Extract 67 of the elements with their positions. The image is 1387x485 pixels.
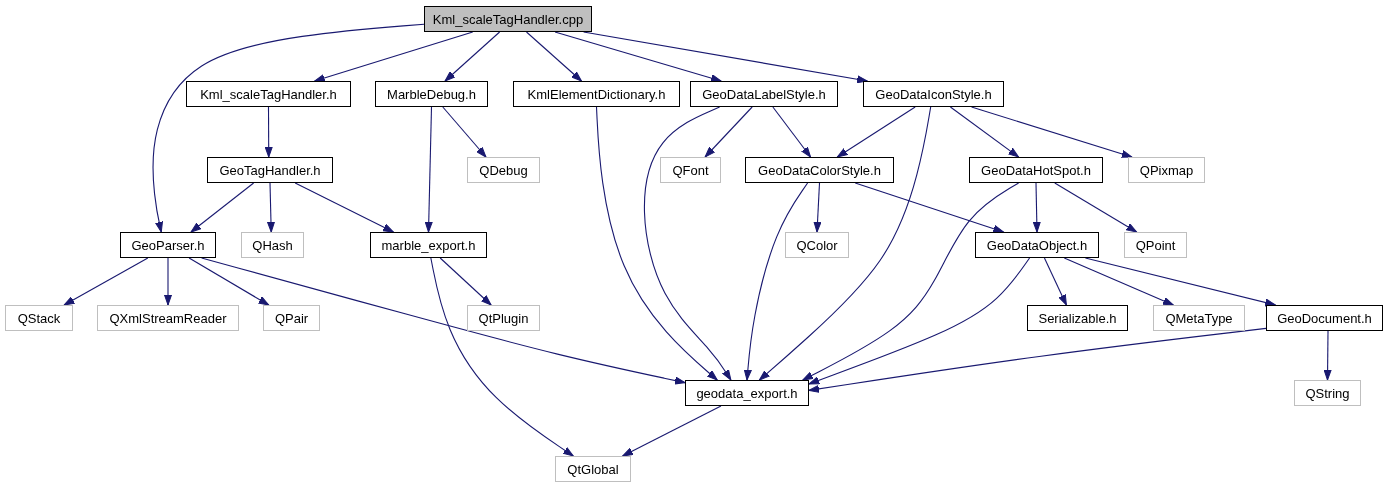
- arrow: [314, 31, 474, 82]
- file-box: QPixmap: [1128, 157, 1205, 183]
- arrow: [813, 182, 822, 233]
- arrow: [444, 31, 501, 82]
- file-box: KmlElementDictionary.h: [513, 81, 680, 107]
- file-box: QFont: [660, 157, 721, 183]
- file-box: Kml_scaleTagHandler.h: [186, 81, 351, 107]
- arrow: [264, 106, 273, 158]
- arrow: [854, 182, 1005, 233]
- arrow: [583, 31, 868, 84]
- file-box: QPair: [263, 305, 320, 331]
- arrow: [1043, 257, 1067, 306]
- arrow: [595, 106, 718, 381]
- file-box: geodata_export.h: [685, 380, 809, 406]
- arrow: [643, 106, 732, 381]
- arrow: [704, 106, 753, 158]
- arrow: [1054, 182, 1138, 233]
- file-box: GeoDataHotSpot.h: [969, 157, 1103, 183]
- file-box: QStack: [5, 305, 73, 331]
- file-box: Serializable.h: [1027, 305, 1128, 331]
- arrow: [152, 23, 425, 233]
- arrow: [808, 327, 1267, 393]
- arrow: [430, 257, 574, 457]
- arrow: [772, 106, 812, 158]
- arrow: [808, 257, 1031, 385]
- arrow: [971, 106, 1133, 158]
- arrow: [190, 182, 255, 233]
- arrow: [949, 106, 1020, 158]
- file-box: QXmlStreamReader: [97, 305, 239, 331]
- file-box: GeoDataLabelStyle.h: [690, 81, 838, 107]
- file-box: QMetaType: [1153, 305, 1245, 331]
- arrow: [802, 182, 1020, 381]
- file-box: QtGlobal: [555, 456, 631, 482]
- arrow: [442, 106, 487, 158]
- arrow: [525, 31, 582, 82]
- arrow: [554, 31, 722, 83]
- arrow: [164, 257, 172, 306]
- arrow: [63, 257, 149, 306]
- arrow: [743, 182, 809, 381]
- arrow: [758, 106, 932, 381]
- highlighted-file-box: Kml_scaleTagHandler.cpp: [424, 6, 592, 32]
- arrow: [1323, 330, 1332, 381]
- arrow: [1032, 182, 1041, 233]
- arrow: [294, 182, 394, 233]
- file-box: QDebug: [467, 157, 540, 183]
- file-box: MarbleDebug.h: [375, 81, 488, 107]
- file-box: QHash: [241, 232, 304, 258]
- file-box: QPoint: [1124, 232, 1187, 258]
- arrow: [201, 257, 686, 385]
- file-box: marble_export.h: [370, 232, 487, 258]
- arrow: [439, 257, 492, 306]
- file-box: QString: [1294, 380, 1361, 406]
- arrow: [622, 405, 722, 457]
- file-box: GeoDocument.h: [1266, 305, 1383, 331]
- file-box: QtPlugin: [467, 305, 540, 331]
- file-box: GeoDataObject.h: [975, 232, 1099, 258]
- arrow: [1063, 257, 1174, 306]
- arrow: [188, 257, 270, 306]
- arrow: [1084, 257, 1276, 307]
- file-box: QColor: [785, 232, 849, 258]
- file-box: GeoTagHandler.h: [207, 157, 333, 183]
- file-box: GeoDataColorStyle.h: [745, 157, 894, 183]
- arrow: [424, 106, 433, 233]
- arrow: [267, 182, 275, 233]
- file-box: GeoDataIconStyle.h: [863, 81, 1004, 107]
- file-box: GeoParser.h: [120, 232, 216, 258]
- arrow: [836, 106, 916, 158]
